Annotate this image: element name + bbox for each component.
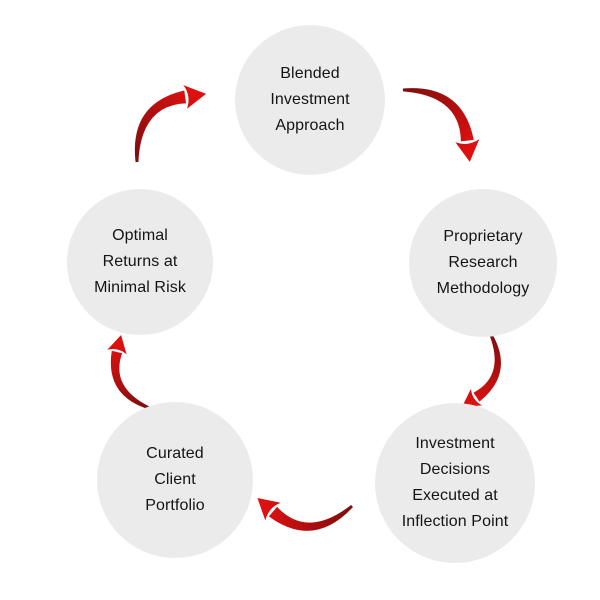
arrow-returns-to-blended-icon bbox=[119, 71, 207, 173]
node-optimal-returns-at-minimal-risk: Optimal Returns at Minimal Risk bbox=[67, 189, 213, 335]
node-investment-decisions-label: Investment Decisions Executed at Inflect… bbox=[401, 435, 509, 530]
node-curated-client-portfolio-label: Curated Client Portfolio bbox=[145, 445, 205, 514]
node-blended-investment-approach-label: Blended Investment Approach bbox=[270, 65, 350, 134]
arrow-blended-to-proprietary-icon bbox=[391, 72, 494, 162]
node-blended-investment-approach: Blended Investment Approach bbox=[235, 25, 385, 175]
node-proprietary-research-methodology: Proprietary Research Methodology bbox=[409, 189, 557, 337]
arrow-proprietary-to-decisions-icon bbox=[461, 327, 507, 413]
node-optimal-returns-at-minimal-risk-label: Optimal Returns at Minimal Risk bbox=[94, 227, 186, 296]
node-proprietary-research-methodology-label: Proprietary Research Methodology bbox=[436, 228, 530, 297]
node-investment-decisions-executed-at-inflection-point: Investment Decisions Executed at Inflect… bbox=[375, 403, 535, 563]
node-curated-client-portfolio: Curated Client Portfolio bbox=[97, 402, 253, 558]
arrow-decisions-to-portfolio-icon bbox=[257, 489, 355, 536]
